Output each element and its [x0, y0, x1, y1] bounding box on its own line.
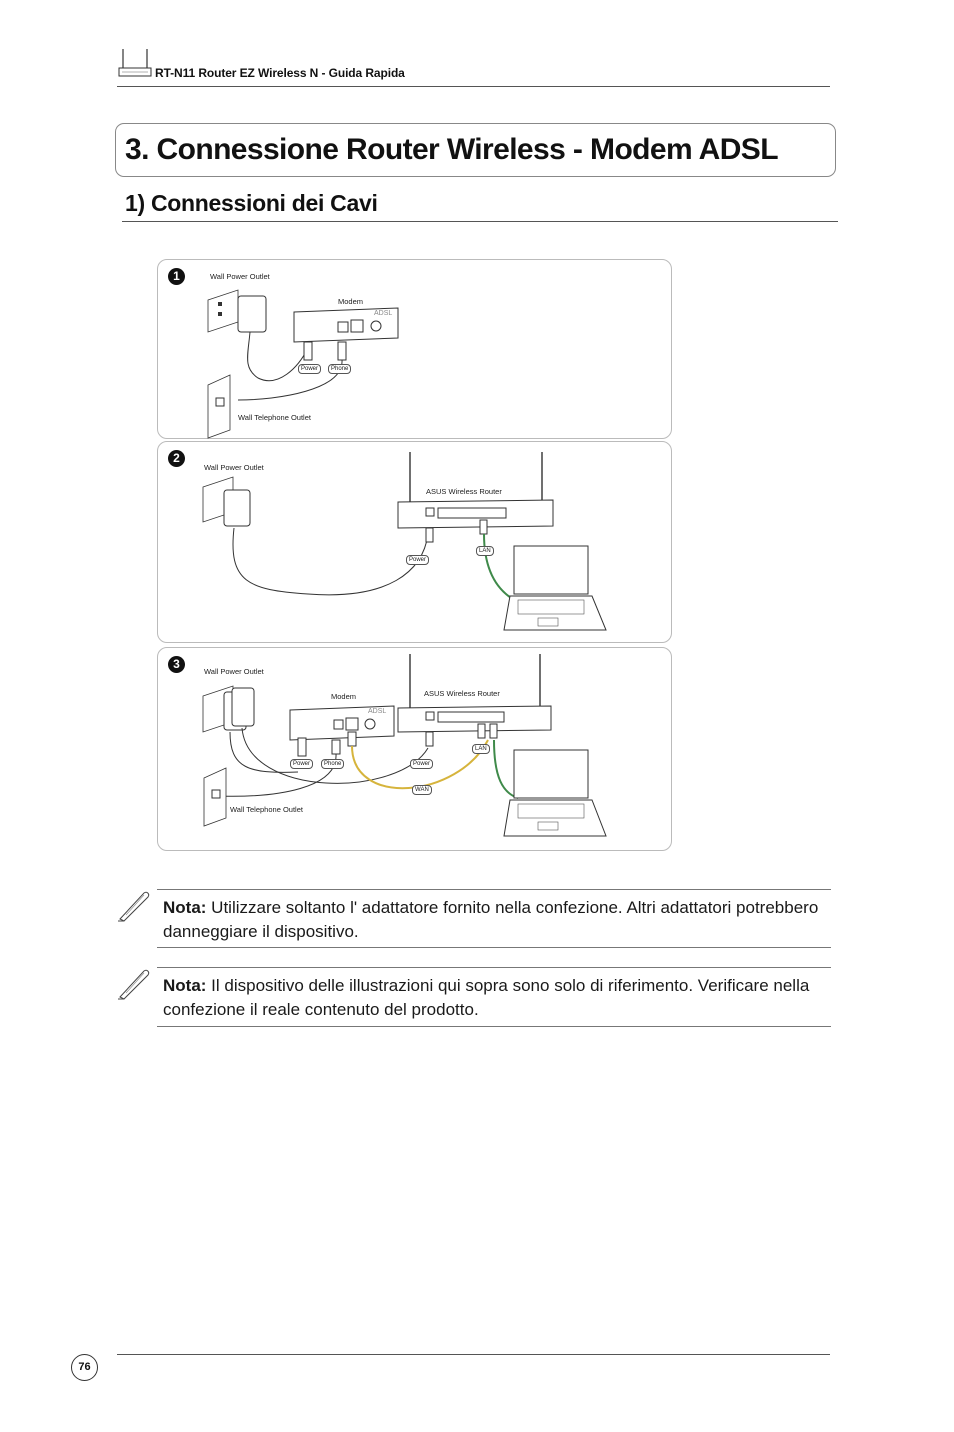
- section-title: 1) Connessioni dei Cavi: [125, 190, 378, 216]
- power-router-label: Power: [410, 759, 434, 769]
- note-2: Nota: Il dispositivo delle illustrazioni…: [163, 974, 823, 1022]
- step1-illustration: [207, 289, 399, 439]
- header-divider: [117, 86, 830, 87]
- modem-label: Modem: [338, 297, 364, 306]
- adsl-label: ADSL: [374, 310, 393, 317]
- step-number-3: 3: [168, 656, 185, 673]
- router-label: ASUS Wireless Router: [426, 487, 502, 496]
- wall-power-outlet-label: Wall Power Outlet: [204, 667, 264, 676]
- note-2-bottom-line: [157, 1026, 831, 1027]
- diagram-step-3: 3 Wall Power: [157, 647, 672, 851]
- power-label: Power: [298, 364, 322, 374]
- step3-illustration: [202, 654, 607, 837]
- router-logo-icon: [118, 47, 152, 84]
- wall-power-outlet-label: Wall Power Outlet: [210, 272, 270, 281]
- router-label: ASUS Wireless Router: [424, 689, 500, 698]
- note-1: Nota: Utilizzare soltanto l' adattatore …: [163, 896, 823, 944]
- wall-power-outlet-label: Wall Power Outlet: [204, 463, 264, 472]
- phone-label: Phone: [321, 759, 345, 769]
- pen-icon: [114, 965, 154, 1006]
- note-1-text: Utilizzare soltanto l' adattatore fornit…: [163, 898, 819, 941]
- footer-divider: [117, 1354, 830, 1355]
- wall-telephone-outlet-label: Wall Telephone Outlet: [230, 805, 303, 814]
- title-box: [115, 123, 836, 177]
- section-divider: [122, 221, 838, 222]
- note-2-text: Il dispositivo delle illustrazioni qui s…: [163, 976, 810, 1019]
- power-modem-label: Power: [290, 759, 314, 769]
- adsl-label: ADSL: [368, 708, 387, 715]
- lan-label: LAN: [476, 546, 494, 556]
- wall-telephone-outlet-label: Wall Telephone Outlet: [238, 413, 311, 422]
- note-2-top-line: [157, 967, 831, 968]
- step-number-1: 1: [168, 268, 185, 285]
- modem-label: Modem: [331, 692, 357, 701]
- note-1-bottom-line: [157, 947, 831, 948]
- diagram-step-2: 2 Wall Power Outlet ASUS Wireless Router…: [157, 441, 672, 643]
- note-2-label: Nota:: [163, 976, 207, 995]
- note-1-top-line: [157, 889, 831, 890]
- lan-label: LAN: [472, 744, 490, 754]
- pen-icon: [114, 887, 154, 928]
- note-1-label: Nota:: [163, 898, 207, 917]
- diagram-step-1: 1 Wall Power Outlet Modem ADSL Power Pho…: [157, 259, 672, 439]
- step-number-2: 2: [168, 450, 185, 467]
- wan-label: WAN: [412, 785, 432, 795]
- page-title: 3. Connessione Router Wireless - Modem A…: [125, 133, 779, 166]
- power-label: Power: [406, 555, 430, 565]
- step2-illustration: [202, 452, 607, 631]
- page-number: 76: [71, 1354, 98, 1381]
- header-title: RT-N11 Router EZ Wireless N - Guida Rapi…: [155, 66, 405, 80]
- phone-label: Phone: [328, 364, 352, 374]
